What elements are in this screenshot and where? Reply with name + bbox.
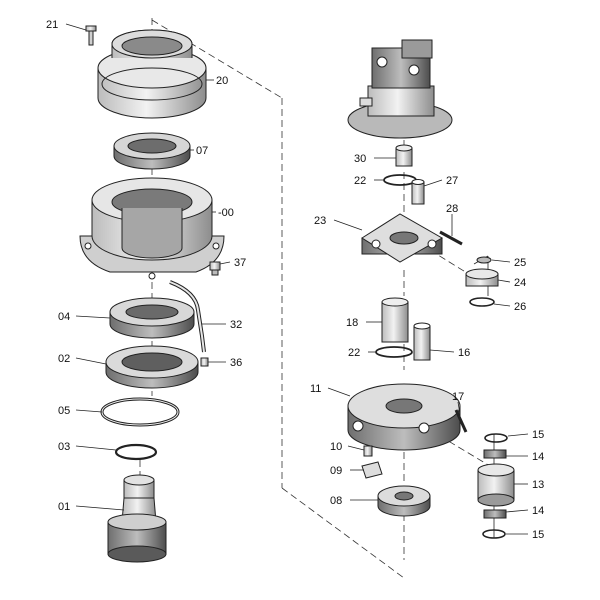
callout-32: 32 (230, 319, 242, 331)
callout-10: 10 (330, 441, 342, 453)
part-30-gear (395, 144, 413, 167)
callout-25: 25 (514, 257, 526, 269)
callout-30: 30 (354, 153, 366, 165)
part-08-plate (377, 485, 431, 517)
callout-14-lower: 14 (532, 505, 544, 517)
callout-03: 03 (58, 441, 70, 453)
callout-36: 36 (230, 357, 242, 369)
part-27-pin (411, 179, 425, 205)
part-23-carrier (361, 213, 444, 263)
callouts: 21 20 07 -00 37 32 04 02 36 05 03 01 30 … (46, 19, 544, 541)
part-28-pin (439, 230, 463, 246)
callout-07: 07 (196, 145, 208, 157)
part-14-needles (483, 449, 507, 519)
part-17-pin (454, 409, 468, 433)
callout-22-lower: 22 (348, 347, 360, 359)
part-09-lock-plate (361, 461, 383, 479)
callout-15-lower: 15 (532, 529, 544, 541)
callout-02: 02 (58, 353, 70, 365)
part-01-shaft (107, 474, 167, 563)
part-22-ring-upper (383, 174, 417, 186)
part-25-needle (476, 256, 492, 264)
callout-11: 11 (310, 383, 321, 395)
callout-23: 23 (314, 215, 326, 227)
callout-20: 20 (216, 75, 228, 87)
part-00-main-housing (79, 177, 225, 280)
callout-28: 28 (446, 203, 458, 215)
part-05-ring (100, 397, 180, 427)
callout-08: 08 (330, 495, 342, 507)
part-32-pipe (169, 280, 206, 353)
callout-04: 04 (58, 311, 70, 323)
callout-09: 09 (330, 465, 342, 477)
part-10-bolt (363, 445, 373, 457)
part-13-planet-gear (477, 463, 515, 507)
part-21-bolt (85, 25, 97, 46)
callout-05: 05 (58, 405, 70, 417)
callout-26: 26 (514, 301, 526, 313)
part-07-bearing (113, 132, 191, 170)
part-11-carrier (347, 383, 461, 451)
callout-17: 17 (452, 391, 464, 403)
callout-22-upper: 22 (354, 175, 366, 187)
callout-27: 27 (446, 175, 458, 187)
callout-15-upper: 15 (532, 429, 544, 441)
callout-24: 24 (514, 277, 526, 289)
callout-18: 18 (346, 317, 358, 329)
part-26-washer (469, 297, 495, 307)
part-22-ring-lower (375, 346, 413, 358)
part-37-fitting (209, 261, 221, 276)
callout-01: 01 (58, 501, 70, 513)
callout-13: 13 (532, 479, 544, 491)
callout-37: 37 (234, 257, 246, 269)
callout-16: 16 (458, 347, 470, 359)
part-16-pin (413, 322, 431, 361)
part-36-plug (200, 357, 209, 367)
part-04-bearing (109, 297, 195, 339)
part-24-gear (465, 268, 499, 287)
part-03-oring (114, 443, 158, 461)
callout-14-upper: 14 (532, 451, 544, 463)
part-02-bearing (105, 345, 199, 389)
callout-21: 21 (46, 19, 58, 31)
part-18-sun-gear (381, 297, 409, 343)
callout-00: -00 (218, 207, 234, 219)
part-motor-assembly (347, 39, 453, 139)
part-20-housing (97, 29, 207, 119)
part-15-washers (482, 433, 508, 539)
